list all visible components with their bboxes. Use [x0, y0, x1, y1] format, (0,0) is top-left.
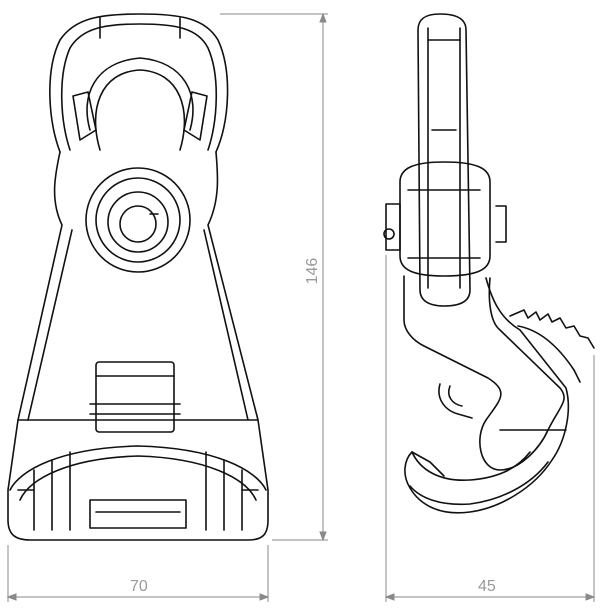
dimension-lines — [6, 12, 596, 602]
front-inner-ring — [86, 57, 194, 131]
front-body — [7, 151, 269, 541]
front-view — [7, 13, 269, 541]
side-cable — [509, 309, 595, 349]
side-view — [383, 13, 595, 514]
side-upper-link — [417, 13, 471, 307]
front-hub-outer — [85, 167, 191, 273]
dimension-label-height: 146 — [304, 257, 321, 285]
front-base-pad — [9, 445, 267, 491]
side-hook — [403, 275, 565, 471]
front-clamp-block — [95, 361, 175, 433]
dimension-label-width-front: 70 — [130, 578, 148, 595]
dimension-label-width-side: 45 — [478, 578, 496, 595]
side-stud — [385, 203, 401, 251]
front-top-loop — [49, 13, 229, 153]
